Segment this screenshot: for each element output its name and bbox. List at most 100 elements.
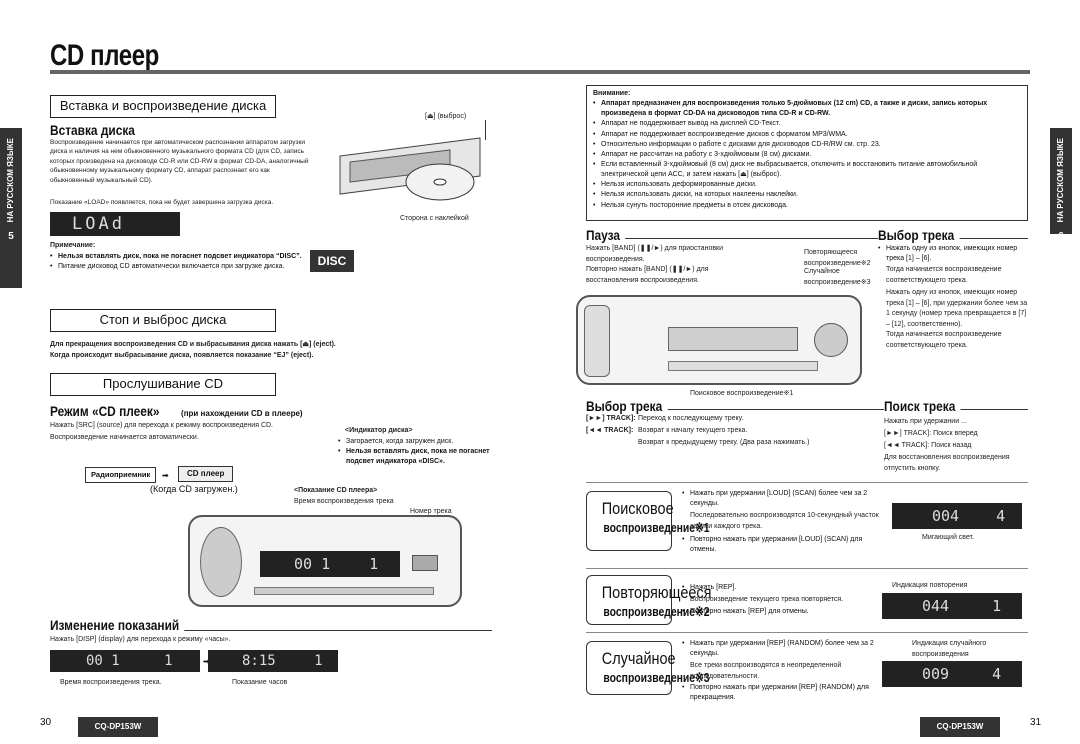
repeat-list-2: Повторно нажать [REP] для отмены. — [682, 607, 882, 617]
lcd-random: 009 4 — [882, 661, 1022, 687]
arrow-icon: ➡ — [162, 471, 169, 480]
side-tab-page: 5 — [8, 231, 14, 243]
select-list: Нажать одну из кнопок, имеющих номер тре… — [878, 244, 1028, 264]
random-label-box: Случайное воспроизведение※3 — [586, 641, 710, 695]
repeat-item: Повторно нажать [REP] для отмены. — [682, 607, 882, 617]
caption-clock: Показание часов — [232, 679, 288, 686]
lcd-repeat: 044 1 — [882, 593, 1022, 619]
select-key1: [►►] TRACK]: — [586, 415, 636, 422]
lcd-track: 1 — [992, 597, 1002, 615]
lcd-scan: 004 4 — [892, 503, 1022, 529]
section-box-listen: Прослушивание CD — [50, 373, 276, 396]
repeat-item: Нажать [REP]. — [682, 583, 882, 593]
select-val3: Возврат к предыдущему треку. (Два раза н… — [638, 439, 810, 446]
scan-list: Нажать при удержании [LOUD] (SCAN) более… — [682, 489, 882, 509]
repeat-label-box: Повторяющееся воспроизведение※2 — [586, 575, 712, 625]
heading-search: Поиск трека — [884, 397, 961, 416]
scan-label-box: Поисковое воспроизведение※1 — [586, 491, 710, 551]
faceplate-side — [584, 305, 610, 377]
rep-button — [412, 555, 438, 571]
repeat-list: Нажать [REP]. — [682, 583, 882, 593]
display-title: <Показание CD плеера> — [294, 487, 378, 494]
note-list: Нельзя вставлять диск, пока не погаснет … — [50, 252, 310, 272]
random-item: Повторно нажать при удержании [REP] (RAN… — [682, 683, 882, 703]
heading-listen-small: (при нахождении CD в плеере) — [181, 409, 303, 418]
arrow-icon: ➡ — [203, 657, 210, 666]
head-unit-illustration: 00 1 1 — [188, 515, 462, 607]
side-tab-label: НА РУССКОМ ЯЗЫКЕ — [1055, 138, 1065, 223]
side-tab-page: 6 — [1058, 231, 1064, 243]
page-number-left: 30 — [40, 717, 52, 728]
select-val1: Переход к последующему треку. — [638, 415, 744, 422]
lcd-time: 00 1 — [86, 653, 120, 669]
heading-change: Изменение показаний — [50, 616, 185, 635]
lcd-display: 00 1 1 — [260, 551, 400, 577]
repeat-title: Повторяющееся — [601, 583, 712, 602]
lcd-track: 4 — [992, 665, 1002, 683]
heading-select-right: Выбор трека — [878, 226, 960, 245]
lcd-track-number: 044 — [922, 597, 950, 615]
disc-insertion-illustration — [339, 137, 481, 201]
heading-pause: Пауза — [586, 226, 626, 245]
heading-listen: Режим «CD плеек» — [50, 403, 160, 419]
attention-item: Нельзя использовать диски, на которых на… — [593, 190, 1021, 200]
section-box-insert: Вставка и воспроизведение диска — [50, 95, 276, 118]
lcd-load: LOAd — [50, 212, 180, 236]
attention-box: Внимание: Аппарат предназначен для воспр… — [586, 85, 1028, 221]
attention-title: Внимание: — [593, 90, 631, 97]
random-subtitle: воспроизведение※3 — [603, 670, 710, 686]
scan-caption: Мигающий свет. — [922, 534, 974, 541]
scan-item: Нажать при удержании [LOUD] (SCAN) более… — [682, 489, 882, 509]
indicator-item: Загорается, когда загружен диск. — [338, 437, 498, 447]
scan-detail: Последовательно воспроизводятся 10-секун… — [690, 512, 879, 530]
stop-line1: Для прекращения воспроизведения CD и выб… — [50, 341, 336, 348]
attention-item: Аппарат предназначен для воспроизведения… — [593, 99, 1021, 119]
side-tab-left: НА РУССКОМ ЯЗЫКЕ 5 — [0, 128, 22, 288]
pause-l2: Повторно нажать [BAND] (❚❚/►) для восста… — [586, 266, 709, 284]
random-item: Нажать при удержании [REP] (RANDOM) боле… — [682, 639, 882, 659]
attention-item: Относительно информации о работе с диска… — [593, 140, 1021, 150]
repeat-detail: Воспроизведение текущего трека повторяет… — [690, 596, 844, 603]
disc-badge: DISC — [310, 250, 354, 272]
eject-label: [⏏] (выброс) — [425, 113, 467, 120]
lcd-display — [668, 327, 798, 351]
attention-item: Аппарат не поддерживает воспроизведение … — [593, 130, 1021, 140]
note-item: Питание дисковод CD автоматически включа… — [50, 262, 310, 272]
select-item: Нажать одну из кнопок, имеющих номер тре… — [878, 244, 1028, 264]
search-l1: Нажать при удержании ... — [884, 418, 967, 425]
track-number-caption: Номер трека — [410, 508, 452, 515]
side-tab-right: НА РУССКОМ ЯЗЫКЕ 6 — [1050, 128, 1072, 242]
preset-buttons-row — [668, 361, 818, 371]
callout-repeat: Повторяющееся воспроизведение※2 — [804, 249, 871, 267]
volume-knob — [200, 527, 242, 597]
indicator-title: <Индикатор диска> — [345, 427, 413, 434]
callout-scan: Поисковое воспроизведение※1 — [690, 390, 794, 397]
attention-item: Аппарат не рассчитан на работу с 3-хдюйм… — [593, 150, 1021, 160]
listen-p2: Воспроизведение начинается автоматически… — [50, 434, 199, 441]
label-side-caption: Сторона с наклейкой — [400, 215, 469, 222]
indicator-list: Загорается, когда загружен диск. Нельзя … — [338, 437, 498, 467]
preset-buttons-row — [254, 587, 434, 595]
leader-line — [485, 120, 486, 140]
stop-line2: Когда происходит выбрасывание диска, поя… — [50, 352, 314, 359]
random-row: Случайное воспроизведение※3 Нажать при у… — [586, 632, 1028, 704]
page-title: CD плеер — [50, 39, 159, 72]
select-t2: Тогда начинается воспроизведение соответ… — [886, 266, 1002, 284]
attention-item: Нельзя сунуть посторонние предметы в отс… — [593, 201, 1021, 211]
pause-l1: Нажать [BAND] (❚❚/►) для приостановки во… — [586, 245, 724, 263]
lcd-track: 1 — [314, 653, 323, 669]
scan-item: Повторно нажать при удержании [LOUD] (SC… — [682, 535, 882, 555]
search-l3: [◄◄ TRACK]: Поиск назад — [884, 442, 972, 449]
lcd-clock-display: 8:15 1 — [208, 650, 338, 672]
section-rule — [586, 409, 876, 410]
heading-listen-row: Режим «CD плеек» (при нахождении CD в пл… — [50, 402, 303, 420]
attention-item: Нельзя использовать деформированные диск… — [593, 180, 1021, 190]
lcd-time: 00 1 — [294, 555, 331, 573]
random-list-2: Повторно нажать при удержании [REP] (RAN… — [682, 683, 882, 703]
insert-text: Воспроизведение начинается при автоматич… — [50, 139, 309, 184]
head-unit-illustration — [576, 295, 862, 385]
select-t4: Тогда начинается воспроизведение соответ… — [886, 331, 1002, 349]
change-text: Нажать [DISP] (display) для перехода к р… — [50, 636, 231, 643]
insert-text2: Показание «LOAD» появляется, пока не буд… — [50, 199, 274, 206]
side-tab-label: НА РУССКОМ ЯЗЫКЕ — [5, 138, 15, 223]
